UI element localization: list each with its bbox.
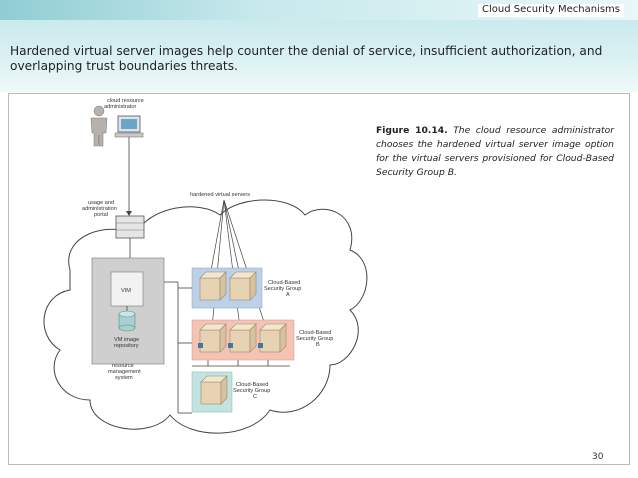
repo-label-2: repository xyxy=(114,343,139,349)
group-c-label-2: Security Group xyxy=(233,388,270,394)
slide-topic: Cloud Security Mechanisms xyxy=(477,4,624,17)
slide-heading: Hardened virtual server images help coun… xyxy=(10,44,603,73)
virtual-server-icon xyxy=(229,271,257,301)
figure-frame xyxy=(8,93,630,465)
figure-caption: Figure 10.14. The cloud resource adminis… xyxy=(376,124,614,180)
connector-lines xyxy=(164,281,290,414)
virtual-server-icon xyxy=(199,271,227,301)
rms-label-1: resource xyxy=(112,363,134,369)
administrator-label-1: cloud resource xyxy=(107,98,144,104)
portal-server-icon xyxy=(115,215,145,239)
portal-label-2: administration xyxy=(82,206,117,212)
group-c-label-1: Cloud-Based xyxy=(236,382,268,388)
portal-label-3: portal xyxy=(94,212,108,218)
group-b-label-2: Security Group xyxy=(296,336,333,342)
rms-label-2: management xyxy=(108,369,141,375)
repo-label-1: VM image xyxy=(114,337,139,343)
caption-text: The cloud resource administrator chooses… xyxy=(376,125,614,178)
hardened-label: hardened virtual servers xyxy=(190,192,250,198)
portal-label-1: usage and xyxy=(88,200,114,206)
administrator-label-2: administrator xyxy=(104,104,136,110)
hardened-virtual-server-icon xyxy=(228,323,257,353)
administrator-person-icon xyxy=(90,105,108,147)
group-a-label-3: A xyxy=(286,292,290,298)
virtual-server-icon xyxy=(200,375,228,405)
page-number: 30 xyxy=(592,452,604,462)
group-c-label-3: C xyxy=(253,394,257,400)
group-a-label-2: Security Group xyxy=(264,286,301,292)
vim-label: VIM xyxy=(121,288,131,294)
database-icon xyxy=(118,310,136,332)
group-a-label-1: Cloud-Based xyxy=(268,280,300,286)
hardened-virtual-server-icon xyxy=(198,323,227,353)
hardened-virtual-server-icon xyxy=(258,323,287,353)
computer-monitor-icon xyxy=(114,115,144,138)
caption-label: Figure 10.14. xyxy=(376,125,448,136)
group-b-label-1: Cloud-Based xyxy=(299,330,331,336)
group-b-label-3: B xyxy=(316,342,320,348)
rms-label-3: system xyxy=(115,375,133,381)
